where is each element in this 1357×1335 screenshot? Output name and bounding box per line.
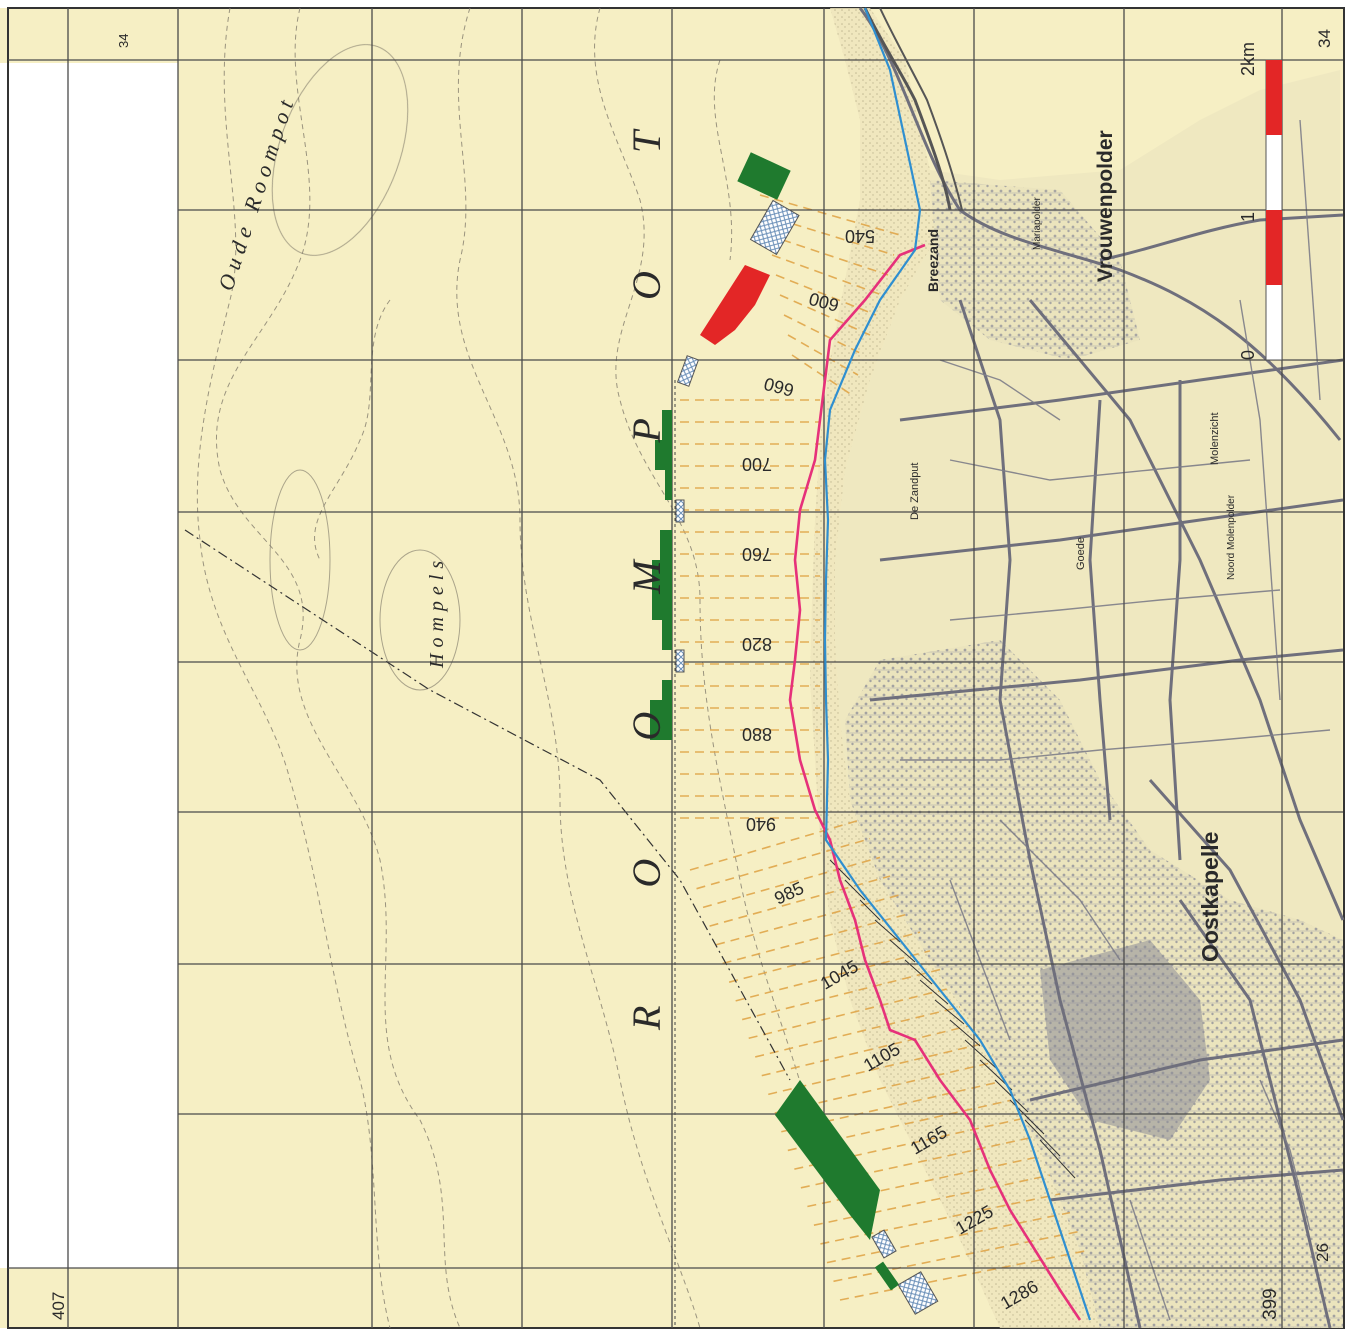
green-block-south: [775, 1080, 880, 1240]
profile-label-820: 820: [742, 634, 772, 654]
hatch-line: [839, 1249, 1091, 1301]
map-paper-top-strip: [0, 8, 178, 63]
hatch-line: [767, 234, 889, 276]
profile-label-760: 760: [742, 544, 772, 564]
road-network: [858, 7, 1345, 1329]
hatch-line: [748, 987, 951, 1040]
green-block-760: [652, 530, 672, 650]
scale-tick-2km: 2km: [1238, 42, 1258, 76]
polder-goede: Goede: [1075, 537, 1087, 570]
label-bottom-right-northing: 26: [1313, 1243, 1332, 1262]
polder-noord-molenpolder: Noord Molenpolder: [1226, 494, 1237, 580]
margin-labels: 34 34 407 399 26: [49, 29, 1334, 1320]
hatch-line: [709, 875, 891, 927]
profile-label-700: 700: [742, 454, 772, 474]
profile-label-540: 540: [845, 226, 875, 246]
blue-line: [823, 7, 1092, 1321]
hatch-line: [755, 1006, 961, 1058]
green-block-880: [650, 680, 672, 740]
label-top-left: 34: [116, 34, 131, 48]
red-block: [700, 265, 770, 345]
checker-blocks: [675, 199, 939, 1315]
scale-tick-0: 0: [1238, 350, 1258, 360]
scale-bar: [1265, 59, 1283, 361]
boundary-line: [184, 529, 791, 1081]
hatch-line: [771, 254, 883, 296]
polder-molenzicht: Molenzicht: [1209, 412, 1221, 465]
shoal-outlines: [269, 44, 461, 691]
hatch-line: [775, 274, 877, 316]
hatch-line: [759, 194, 901, 236]
hatch-line: [813, 1174, 1051, 1227]
profile-label-940: 940: [746, 814, 776, 834]
green-blocks: [650, 152, 900, 1291]
village-oostkapelle: Oostkapelle: [1197, 832, 1223, 962]
hatch-line: [807, 1155, 1041, 1208]
green-block-top: [737, 152, 791, 200]
hatch-line: [833, 1230, 1081, 1283]
coordinate-grid: [8, 8, 1343, 1328]
depth-contours: [196, 7, 821, 1329]
hatch-line: [761, 1024, 971, 1077]
hatch-line: [702, 856, 881, 909]
profile-label-880: 880: [742, 724, 772, 744]
hatch-line: [826, 1211, 1071, 1264]
water-name-roompot: ROOMPOT: [624, 13, 669, 1031]
map-border: [7, 7, 1345, 1329]
hatch-line: [800, 1137, 1031, 1189]
hatch-line: [779, 294, 871, 336]
hatch-line: [741, 968, 941, 1021]
polder-breezand: Breezand: [925, 229, 941, 292]
label-top-right: 34: [1315, 29, 1334, 48]
label-bottom-right-easting: 399: [1260, 1288, 1281, 1320]
polder-de-zandput: De Zandput: [909, 463, 921, 520]
hatch-line: [696, 837, 871, 890]
dike-top: [863, 7, 952, 211]
scale-tick-1: 1: [1238, 212, 1258, 222]
polder-mariapolder: Mariapolder: [1032, 197, 1043, 250]
map-paper-bottom-strip: [0, 1268, 178, 1328]
dune-belt: [810, 8, 1100, 1328]
scale-bar-labels: 0 1 2km: [1238, 42, 1258, 360]
hatch-line: [820, 1193, 1061, 1245]
green-block-small: [874, 1261, 900, 1291]
hatch-line: [791, 354, 853, 396]
hatch-line: [722, 912, 911, 965]
village-vrouwenpolder: Vrouwenpolder: [1094, 130, 1117, 282]
water-name-hompels: Hompels: [426, 555, 448, 669]
label-bottom-left: 407: [49, 1292, 68, 1320]
hatch-line: [735, 950, 931, 1002]
green-block-700: [655, 410, 672, 500]
dike-top-inner: [879, 7, 963, 211]
minor-roads: [900, 119, 1331, 1321]
place-names: Vrouwenpolder Oostkapelle Breezand De Za…: [909, 130, 1237, 962]
red-line: [788, 243, 1082, 1321]
